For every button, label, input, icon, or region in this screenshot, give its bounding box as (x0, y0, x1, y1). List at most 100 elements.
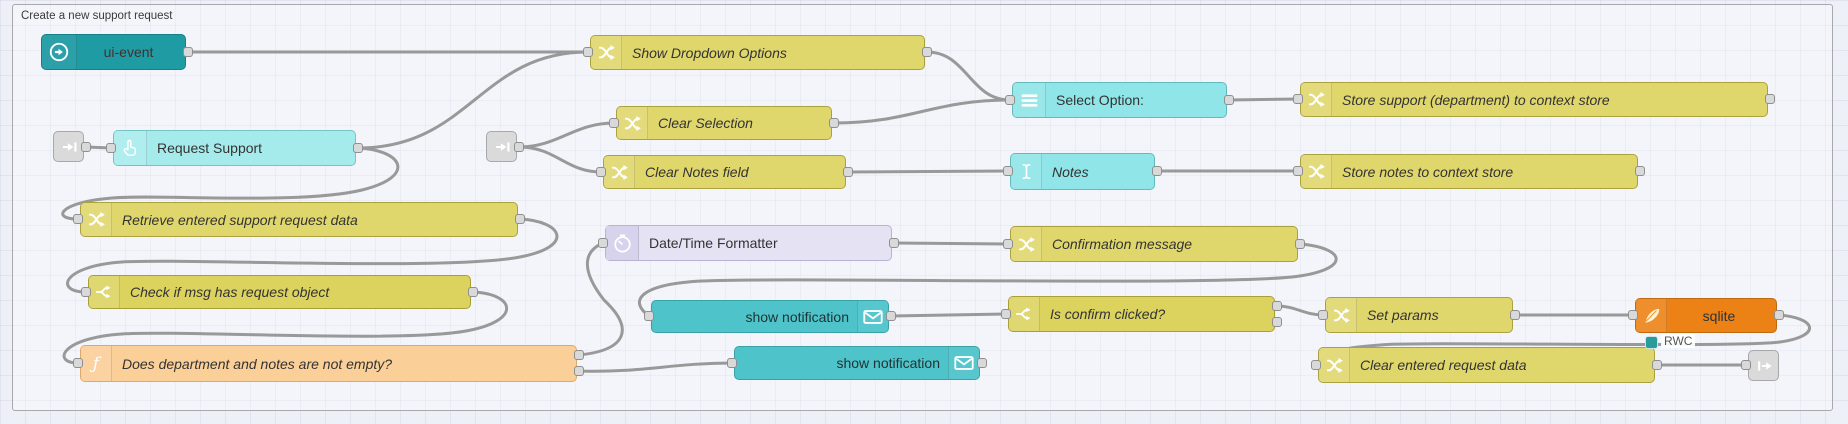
link-in-icon (54, 132, 85, 161)
wire-request-support-to-retrieve[interactable] (61, 146, 400, 221)
output-port-notif2[interactable] (977, 358, 987, 368)
output-port-clear-notes[interactable] (843, 167, 853, 177)
wire-clear-selection-to-select-option[interactable] (832, 98, 1012, 125)
wire-request-support-to-show-dropdown[interactable] (356, 50, 590, 150)
group-label: Create a new support request (21, 10, 173, 22)
wire-notif1-to-is-confirm[interactable] (889, 312, 1008, 318)
wire-select-option-to-store-support[interactable] (1227, 97, 1300, 102)
node-label-show-dropdown: Show Dropdown Options (632, 44, 787, 61)
node-label-clear-notes: Clear Notes field (645, 164, 749, 180)
output-port-store-notes[interactable] (1635, 166, 1645, 176)
input-port-notif2[interactable] (727, 358, 737, 368)
feather-icon (1636, 299, 1667, 332)
node-label-request-support: Request Support (157, 140, 263, 156)
input-port-clear-notes[interactable] (596, 167, 606, 177)
sqlite-status-dot (1645, 336, 1658, 349)
wire-link-in-2-to-clear-notes[interactable] (517, 145, 603, 174)
output-port-show-dropdown[interactable] (922, 47, 932, 57)
node-notes[interactable]: Notes (1010, 153, 1155, 190)
node-confirmation[interactable]: Confirmation message (1010, 226, 1298, 262)
input-port-set-params[interactable] (1318, 310, 1328, 320)
input-port-request-support[interactable] (106, 143, 116, 153)
text-cursor-icon (1011, 154, 1042, 189)
node-sqlite[interactable]: sqlite (1635, 298, 1777, 333)
node-request-support[interactable]: Request Support (113, 130, 356, 166)
sqlite-status-label: RWC (1661, 334, 1696, 348)
input-port-store-support[interactable] (1293, 94, 1303, 104)
output-port-datetime[interactable] (889, 238, 899, 248)
output-port-check-msg[interactable] (468, 287, 478, 297)
output-port-store-support[interactable] (1765, 94, 1775, 104)
wire-fn-node-to-notif2[interactable] (577, 361, 734, 373)
node-clear-notes[interactable]: Clear Notes field (603, 155, 846, 189)
node-check-msg[interactable]: Check if msg has request object (88, 275, 471, 309)
input-port-clear-entered[interactable] (1311, 360, 1321, 370)
output-port-link-in-1[interactable] (81, 142, 91, 152)
clock-icon (606, 226, 639, 260)
input-port-retrieve[interactable] (73, 214, 83, 224)
node-is-confirm[interactable]: Is confirm clicked? (1008, 296, 1275, 332)
output-port-request-support[interactable] (353, 143, 363, 153)
input-port-clear-selection[interactable] (609, 118, 619, 128)
wire-is-confirm-to-set-params[interactable] (1275, 304, 1325, 317)
wire-check-msg-to-fn-node[interactable] (62, 290, 509, 365)
node-notif1[interactable]: show notification (651, 300, 889, 333)
input-port-show-dropdown[interactable] (583, 47, 593, 57)
wire-fn-node-to-datetime[interactable] (577, 241, 624, 357)
input-port-sqlite[interactable] (1628, 310, 1638, 320)
output-port-ui-event[interactable] (183, 47, 193, 57)
wire-link-in-2-to-clear-selection[interactable] (517, 121, 616, 149)
output-port-confirmation[interactable] (1295, 239, 1305, 249)
wire-clear-notes-to-notes[interactable] (846, 169, 1010, 174)
input-port-select-option[interactable] (1005, 95, 1015, 105)
output-port-retrieve[interactable] (515, 214, 525, 224)
output-port-clear-entered[interactable] (1652, 360, 1662, 370)
input-port-datetime[interactable] (598, 238, 608, 248)
node-link-in-1[interactable] (53, 131, 84, 162)
node-ui-event[interactable]: ui-event (41, 34, 186, 70)
node-select-option[interactable]: Select Option: (1012, 82, 1227, 118)
output-port-notes[interactable] (1152, 166, 1162, 176)
node-store-notes[interactable]: Store notes to context store (1300, 154, 1638, 189)
node-clear-selection[interactable]: Clear Selection (616, 106, 832, 140)
output-port-notif1[interactable] (886, 311, 896, 321)
input-port-notes[interactable] (1003, 166, 1013, 176)
input-port-notif1[interactable] (644, 311, 654, 321)
wire-show-dropdown-to-select-option[interactable] (925, 50, 1012, 102)
output-port-is-confirm-2[interactable] (1272, 317, 1282, 327)
output-port-fn-node-2[interactable] (574, 366, 584, 376)
input-port-fn-node[interactable] (73, 358, 83, 368)
wire-retrieve-to-check-msg[interactable] (66, 217, 559, 294)
node-label-ui-event: ui-event (103, 44, 154, 60)
node-clear-entered[interactable]: Clear entered request data (1318, 347, 1655, 383)
node-label-notes: Notes (1052, 163, 1089, 180)
output-port-clear-selection[interactable] (829, 118, 839, 128)
node-label-set-params: Set params (1367, 307, 1439, 323)
node-label-check-msg: Check if msg has request object (130, 284, 330, 300)
node-label-fn-node: Does department and notes are not empty? (122, 355, 393, 372)
node-link-in-2[interactable] (486, 131, 517, 162)
output-port-sqlite[interactable] (1774, 310, 1784, 320)
input-port-link-out-1[interactable] (1741, 360, 1751, 370)
input-port-confirmation[interactable] (1003, 239, 1013, 249)
wire-confirmation-to-notif1[interactable] (637, 242, 1338, 318)
shuffle-icon (81, 203, 112, 236)
node-retrieve[interactable]: Retrieve entered support request data (80, 202, 518, 237)
node-datetime[interactable]: Date/Time Formatter (605, 225, 892, 261)
output-port-link-in-2[interactable] (514, 142, 524, 152)
output-port-set-params[interactable] (1510, 310, 1520, 320)
output-port-fn-node[interactable] (574, 350, 584, 360)
node-set-params[interactable]: Set params (1325, 297, 1513, 333)
node-store-support[interactable]: Store support (department) to context st… (1300, 82, 1768, 117)
node-notif2[interactable]: show notification (734, 346, 980, 380)
node-show-dropdown[interactable]: Show Dropdown Options (590, 35, 925, 70)
input-port-is-confirm[interactable] (1001, 309, 1011, 319)
input-port-store-notes[interactable] (1293, 166, 1303, 176)
output-port-is-confirm[interactable] (1272, 301, 1282, 311)
node-link-out-1[interactable] (1748, 350, 1779, 381)
output-port-select-option[interactable] (1224, 95, 1234, 105)
wire-datetime-to-confirmation[interactable] (892, 241, 1010, 246)
input-port-check-msg[interactable] (81, 287, 91, 297)
